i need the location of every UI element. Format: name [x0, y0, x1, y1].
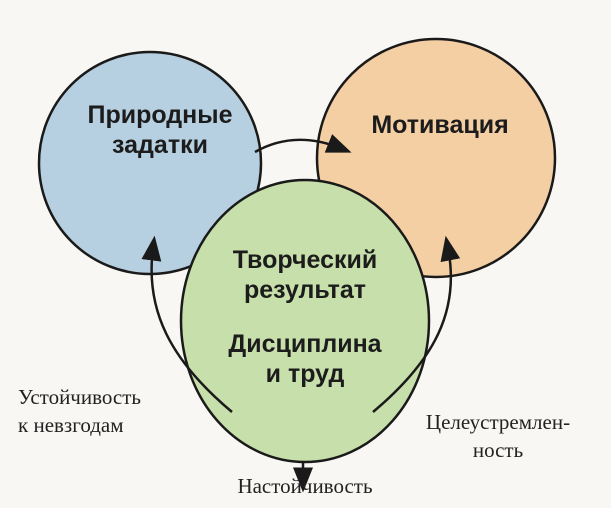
- resilience-line2: к невзгодам: [18, 413, 124, 437]
- natural-abilities-line2: задатки: [112, 131, 208, 159]
- resilience-label: Устойчивость к невзгодам: [18, 383, 141, 439]
- arrow-right-arc: [372, 235, 461, 413]
- purposefulness-line2: ность: [472, 438, 524, 462]
- purposefulness-label: Целеустремлен- ность: [398, 408, 598, 464]
- natural-abilities-line1: Природные: [87, 101, 233, 129]
- resilience-line1: Устойчивость: [18, 385, 141, 409]
- discipline-line1: Дисциплина: [228, 330, 382, 358]
- motivation-label: Мотивация: [371, 111, 509, 139]
- purposefulness-line1: Целеустремлен-: [425, 410, 571, 434]
- creative-result-line2: результат: [244, 276, 366, 304]
- circle-natural-abilities: [37, 50, 263, 276]
- arrow-left-arc: [141, 235, 233, 413]
- discipline-label: Дисциплина и труд: [195, 329, 415, 389]
- natural-abilities-label: Природные задатки: [60, 100, 260, 160]
- persistence-label: Настойчивость: [237, 474, 373, 498]
- creative-result-line1: Творческий: [232, 246, 378, 274]
- circle-creative-result: [179, 178, 431, 464]
- discipline-line2: и труд: [265, 360, 345, 388]
- arrow-top: [254, 134, 352, 154]
- creative-result-label: Творческий результат: [195, 245, 415, 305]
